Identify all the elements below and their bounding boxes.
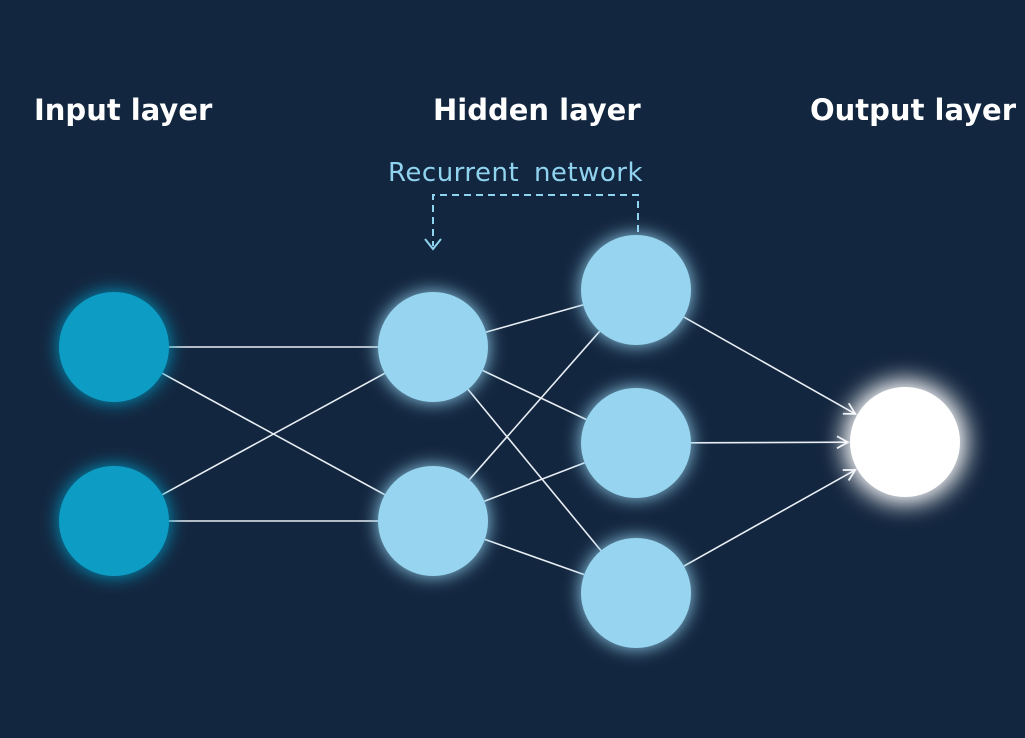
- edge-hidden-2-3-to-output-1: [683, 468, 857, 567]
- node-hidden-2-1: [581, 235, 691, 345]
- node-input-1: [59, 292, 169, 402]
- input-layer-label: Input layer: [34, 93, 213, 127]
- edge-hidden-1-1-to-hidden-2-2: [482, 369, 587, 421]
- node-hidden-2-2: [581, 388, 691, 498]
- node-hidden-2-3: [581, 538, 691, 648]
- connections: [161, 304, 858, 576]
- hidden-layer-label: Hidden layer: [433, 93, 641, 127]
- recurrent-network-label: Recurrent network: [388, 158, 644, 188]
- edge-hidden-2-2-to-output-1: [690, 435, 850, 450]
- edge-hidden-1-1-to-hidden-2-1: [485, 304, 584, 333]
- node-hidden-1-1: [378, 292, 488, 402]
- recurrent-arrowhead: [424, 238, 442, 251]
- recurrent-dashed-path: [432, 194, 639, 246]
- edge-hidden-1-2-to-hidden-2-3: [484, 538, 585, 576]
- edge-hidden-1-2-to-hidden-2-2: [484, 461, 585, 503]
- edge-hidden-1-2-to-hidden-2-1: [468, 330, 601, 481]
- node-hidden-1-2: [378, 466, 488, 576]
- node-output-1: [850, 387, 960, 497]
- recurrent-loop: [424, 194, 639, 251]
- edge-input-2-to-hidden-1-1: [161, 372, 386, 496]
- edge-hidden-1-1-to-hidden-2-3: [467, 388, 602, 552]
- node-input-2: [59, 466, 169, 576]
- edge-hidden-2-1-to-output-1: [683, 316, 858, 415]
- nodes: [59, 235, 960, 648]
- output-layer-label: Output layer: [810, 93, 1017, 127]
